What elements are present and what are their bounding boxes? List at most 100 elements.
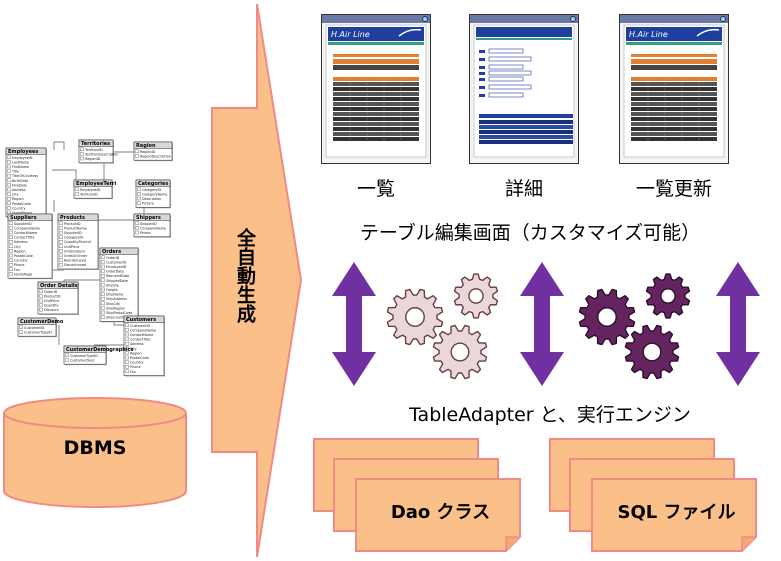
screen-thumbnail-detail (469, 14, 579, 164)
erd-field: TitleOfCourtesy (11, 174, 38, 178)
erd-field: LastName (12, 160, 29, 164)
erd-field: ShipperID (140, 222, 157, 226)
erd-table-name: Region (136, 143, 156, 149)
erd-field: Fax (14, 268, 20, 272)
erd-field: HomePhone (12, 211, 33, 215)
erd-field: RegionDescription (140, 154, 171, 158)
sql-file-stack (549, 438, 757, 552)
erd-field: PostalCode (130, 356, 149, 360)
erd-table-name: Products (60, 215, 85, 221)
screen-brand: H.Air Line (331, 30, 370, 39)
erd-field: Quantity (44, 304, 59, 308)
erd-field: Picture (142, 202, 154, 206)
dao-file-stack (313, 438, 521, 552)
erd-table: SuppliersSupplierIDCompanyNameContactNam… (7, 213, 53, 280)
erd-field: Region (14, 249, 26, 253)
engine-label: TableAdapter と、実行エンジン (409, 404, 691, 426)
erd-table-name: Categories (138, 181, 168, 187)
gears-light (386, 273, 499, 380)
erd-field: QuantityPerUnit (64, 240, 92, 244)
erd-field: ReorderLevel (64, 259, 86, 263)
erd-field: BirthDate (12, 179, 28, 183)
screen-caption-list: 一覧 (356, 178, 395, 200)
erd-table: CustomerDemographicsCustomerTypeIDCustom… (63, 345, 134, 366)
erd-table: EmployeesEmployeeIDLastNameFirstNameTitl… (5, 147, 47, 218)
erd-field: TerritoryDescription (84, 152, 118, 156)
erd-field: Title (11, 170, 19, 174)
screen-thumbnail (469, 14, 579, 164)
erd-field: Country (14, 259, 27, 263)
dbms-label: DBMS (63, 437, 127, 459)
double-arrow-middle (520, 262, 564, 386)
erd-field: ContactTitle (130, 338, 150, 342)
erd-field: HomePage (14, 272, 32, 276)
erd-field: CategoryName (142, 192, 168, 196)
erd-field: OrderID (106, 256, 120, 260)
erd-field: Freight (106, 288, 118, 292)
sql-label: SQL ファイル (617, 502, 736, 523)
erd-table-name: Shippers (136, 215, 161, 221)
double-arrow-left (332, 262, 376, 386)
erd-field: CustomerTypeID (24, 330, 52, 334)
screen-thumbnail: H.Air Line (321, 14, 431, 164)
erd-field: ShipCountry (106, 316, 127, 320)
erd-table-name: Territories (81, 141, 110, 147)
erd-field: TerritoryID (79, 192, 98, 196)
erd-field: ContactTitle (14, 236, 34, 240)
erd-table: ProductsProductIDProductNameSupplierIDCa… (57, 213, 99, 270)
erd-field: PostalCode (14, 254, 33, 258)
dbms-cylinder (3, 397, 187, 508)
erd-table-name: Order Details (40, 283, 78, 289)
screen-brand: H.Air Line (629, 30, 668, 39)
erd-field: RegionID (85, 157, 101, 161)
screen-thumbnail-list: H.Air Line (321, 14, 431, 164)
erd-field: CustomerDesc (70, 358, 95, 362)
erd-field: CompanyName (140, 226, 166, 230)
erd-field: ShipVia (106, 283, 119, 287)
erd-table: Order DetailsOrderIDProductIDUnitPriceQu… (37, 281, 79, 315)
erd-field: EmployeeID (12, 156, 33, 160)
erd-table: CategoriesCategoryIDCategoryNameDescript… (135, 179, 171, 209)
erd-field: OrderDate (106, 270, 124, 274)
erd-field: Country (12, 206, 25, 210)
erd-field: ProductName (64, 226, 87, 230)
erd-field: UnitPrice (44, 299, 59, 303)
erd-table: OrdersOrderIDCustomerIDEmployeeIDOrderDa… (99, 247, 139, 323)
erd-field: City (12, 193, 19, 197)
erd-table: CustomersCustomerIDCompanyNameContactNam… (123, 315, 165, 377)
erd-field: ProductID (64, 222, 81, 226)
erd-field: RequiredDate (106, 274, 129, 278)
erd-field: ShipRegion (106, 306, 125, 310)
screen-thumbnail-list-update: H.Air Line (619, 14, 729, 164)
erd-field: TerritoryID (84, 148, 103, 152)
erd-field: EmployeeID (80, 188, 101, 192)
erd-field: CompanyName (130, 328, 156, 332)
erd-field: UnitsInStock (64, 249, 85, 253)
erd-field: Region (130, 351, 142, 355)
erd-table-name: Orders (102, 249, 121, 255)
erd-field: Phone (140, 231, 151, 235)
erd-field: CustomerID (130, 324, 150, 328)
erd-field: PostalCode (12, 202, 31, 206)
erd-field: ShipPostalCode (106, 311, 132, 315)
erd-field: UnitPrice (64, 245, 79, 249)
erd-table-name: CustomerDemographics (66, 347, 134, 353)
erd-field: Address (130, 342, 144, 346)
screen-caption-list-update: 一覧更新 (635, 178, 712, 200)
erd-table: TerritoriesTerritoryIDTerritoryDescripti… (78, 139, 118, 164)
erd-table-name: Suppliers (10, 215, 37, 221)
erd-field: CategoryID (142, 188, 161, 192)
erd-field: Address (14, 240, 28, 244)
erd-field: Phone (14, 263, 25, 267)
erd-field: HireDate (12, 183, 27, 187)
erd-field: City (130, 347, 137, 351)
erd-field: City (14, 245, 21, 249)
erd-field: ShipCity (106, 302, 120, 306)
gears-dark (578, 273, 691, 380)
erd-table-name: Employees (8, 149, 38, 155)
erd-field: Country (130, 361, 143, 365)
erd-field: CustomerID (24, 326, 44, 330)
